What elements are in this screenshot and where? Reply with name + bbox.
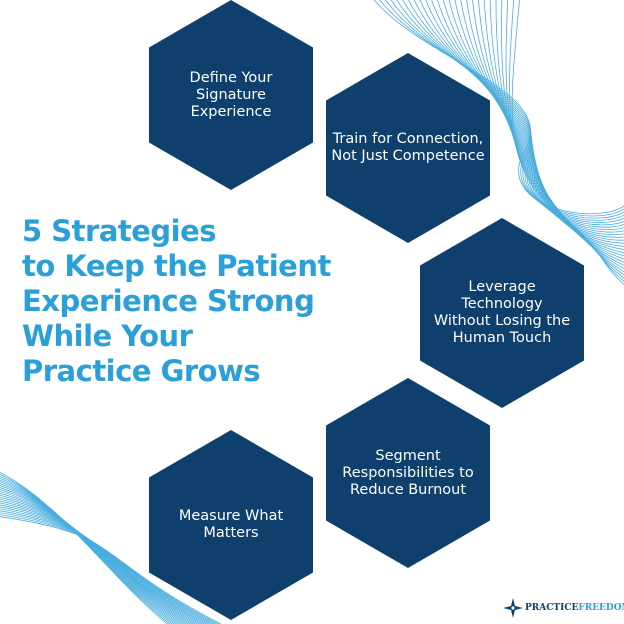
wave-line (505, 0, 624, 279)
brand-logo: PRACTICEFREEDOMU (503, 598, 624, 618)
strategy-hexagon-1: Define Your Signature Experience (149, 0, 313, 190)
compass-star-icon (503, 598, 523, 618)
page-title: 5 Strategies to Keep the Patient Experie… (22, 214, 382, 389)
wave-line (478, 0, 624, 263)
wave-line (489, 0, 624, 270)
title-line: to Keep the Patient (22, 249, 331, 283)
strategy-label: Leverage Technology Without Losing the H… (433, 279, 571, 346)
wave-line (483, 0, 624, 266)
title-line: 5 Strategies (22, 214, 217, 248)
strategy-hexagon-2: Train for Connection, Not Just Competenc… (326, 53, 490, 243)
title-line: While Your (22, 319, 193, 353)
title-line: Practice Grows (22, 354, 261, 388)
title-line: Experience Strong (22, 284, 315, 318)
wave-line (495, 0, 624, 273)
brand-wordmark: PRACTICEFREEDOMU (525, 603, 624, 613)
strategy-label: Train for Connection, Not Just Competenc… (331, 131, 485, 164)
wave-line (511, 0, 624, 286)
strategy-label: Define Your Signature Experience (189, 69, 273, 120)
wave-line (501, 0, 624, 276)
wave-line (396, 0, 624, 223)
strategy-label: Measure What Matters (178, 508, 284, 541)
strategy-label: Segment Responsibilities to Reduce Burno… (342, 447, 474, 498)
wave-line (472, 0, 624, 260)
wave-line (0, 516, 222, 624)
